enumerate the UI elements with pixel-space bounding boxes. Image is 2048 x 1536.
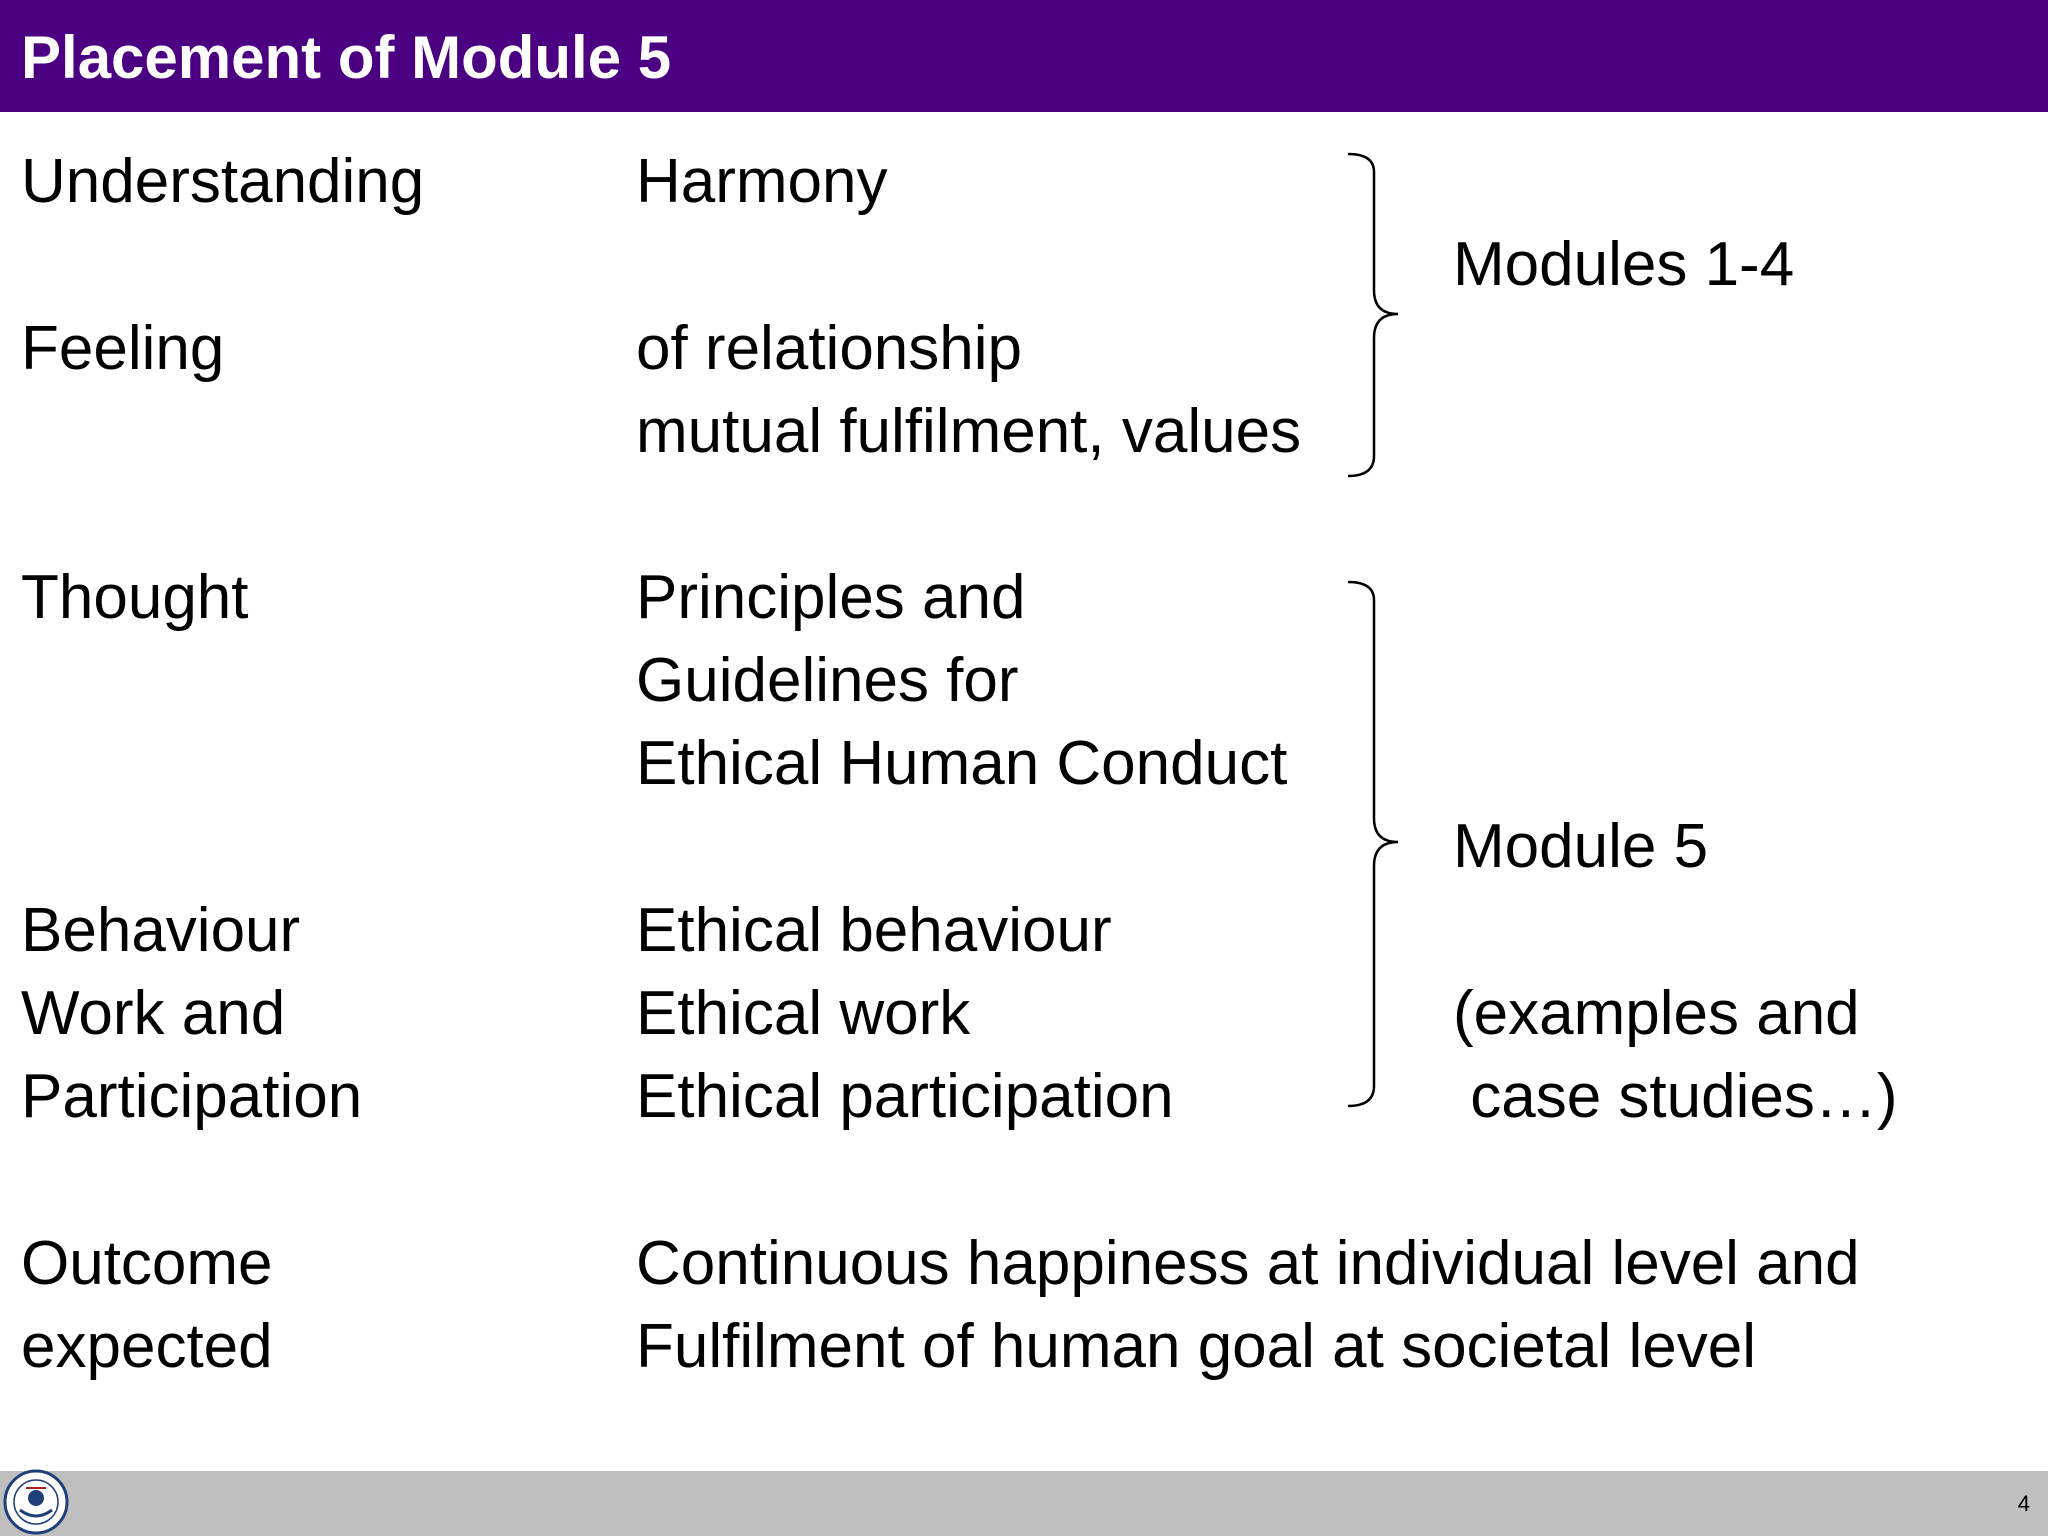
text-harmony: Harmony xyxy=(636,147,888,216)
text-ethical-participation: Ethical participation xyxy=(636,1062,1174,1131)
brace-modules-1-4 xyxy=(1347,152,1399,478)
text-ethical-work: Ethical work xyxy=(636,979,971,1048)
page-number: 4 xyxy=(2017,1491,2030,1516)
footer-bar xyxy=(0,1471,2048,1536)
label-feeling: Feeling xyxy=(21,314,225,383)
text-principles-and: Principles and xyxy=(636,563,1026,632)
text-mutual-fulfilment: mutual fulfilment, values xyxy=(636,397,1302,466)
text-of-relationship: of relationship xyxy=(636,314,1023,383)
text-case-studies: case studies…) xyxy=(1453,1062,1898,1131)
label-work-and: Work and xyxy=(21,979,286,1048)
universal-human-values-logo-icon xyxy=(3,1469,69,1535)
text-examples-and: (examples and xyxy=(1453,979,1860,1048)
label-expected: expected xyxy=(21,1312,273,1381)
text-guidelines-for: Guidelines for xyxy=(636,646,1019,715)
text-module-5: Module 5 xyxy=(1453,812,1709,881)
label-participation: Participation xyxy=(21,1062,363,1131)
text-modules-1-4: Modules 1-4 xyxy=(1453,230,1795,299)
text-fulfilment-of-human-goal: Fulfilment of human goal at societal lev… xyxy=(636,1312,1757,1381)
slide-title: Placement of Module 5 xyxy=(21,24,672,91)
label-outcome: Outcome xyxy=(21,1229,273,1298)
title-bar: Placement of Module 5 xyxy=(0,0,2048,112)
text-ethical-behaviour: Ethical behaviour xyxy=(636,896,1112,965)
text-continuous-happiness: Continuous happiness at individual level… xyxy=(636,1229,1860,1298)
label-thought: Thought xyxy=(21,563,249,632)
label-behaviour: Behaviour xyxy=(21,896,301,965)
label-understanding: Understanding xyxy=(21,147,425,216)
text-ethical-human-conduct: Ethical Human Conduct xyxy=(636,729,1288,798)
brace-module-5 xyxy=(1347,580,1399,1108)
